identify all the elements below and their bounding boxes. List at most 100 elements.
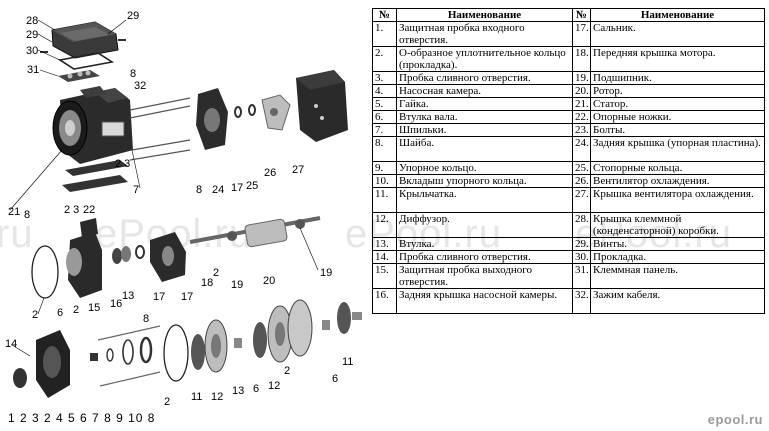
callout-label: 8 <box>130 68 136 80</box>
callout-label: 29 <box>127 10 139 22</box>
column-header: Наименование <box>396 8 573 22</box>
callout-label: 14 <box>5 338 17 350</box>
part-name-cell: Ротор. <box>590 84 765 98</box>
callout-label: 13 <box>122 290 134 302</box>
exploded-pump-diagram: 28 29 29 30 31 8 32 24 17 25 26 27 8 7 2… <box>5 10 362 425</box>
part-number-cell: 7. <box>372 123 397 137</box>
callout-label: 2 <box>164 396 170 408</box>
front-motor-cover <box>150 232 186 282</box>
brand-logo: epool.ru <box>707 412 763 427</box>
column-header: № <box>372 8 397 22</box>
gasket <box>57 52 115 70</box>
part-name-cell: Стопорные кольца. <box>590 161 765 175</box>
callout-label: 31 <box>27 64 39 76</box>
part-name-cell: Сальник. <box>590 21 765 47</box>
part-number-cell: 8. <box>372 136 397 162</box>
parts-table: № Наименование № Наименование 1.Защитная… <box>372 8 765 314</box>
terminal-panel <box>58 70 100 82</box>
callout-label: 6 <box>253 383 259 395</box>
callout-label: 18 <box>201 277 213 289</box>
callout-label: 11 <box>191 391 202 403</box>
callout-label: 32 <box>134 80 146 92</box>
part-name-cell: Статор. <box>590 97 765 111</box>
callout-label: 8 <box>143 313 149 325</box>
part-number-cell: 3. <box>372 71 397 85</box>
part-number-cell: 1. <box>372 21 397 47</box>
cooling-fan <box>261 94 291 131</box>
part-name-cell: Зажим кабеля. <box>590 288 765 314</box>
callout-label: 17 <box>153 291 165 303</box>
table-row: 1.Защитная пробка входного отверстия.17.… <box>372 21 765 47</box>
part-name-cell: Шайба. <box>396 136 573 162</box>
part-number-cell: 21. <box>572 97 591 111</box>
callout-label: 15 <box>88 302 100 314</box>
part-name-cell: Пробка сливного отверстия. <box>396 250 573 264</box>
part-number-cell: 32. <box>572 288 591 314</box>
callout-label: 13 <box>232 385 244 397</box>
part-name-cell: Гайка. <box>396 97 573 111</box>
part-number-cell: 16. <box>372 288 397 314</box>
part-number-cell: 12. <box>372 212 397 238</box>
support-feet <box>62 160 128 192</box>
part-number-cell: 30. <box>572 250 591 264</box>
table-row: 16.Задняя крышка насосной камеры.32.Зажи… <box>372 288 765 314</box>
callout-label: 7 <box>133 184 139 196</box>
part-name-cell: Диффузор. <box>396 212 573 238</box>
part-number-cell: 19. <box>572 71 591 85</box>
part-name-cell: Защитная пробка выходного отверстия. <box>396 263 573 289</box>
table-row: 8.Шайба.24.Задняя крышка (упорная пласти… <box>372 136 765 162</box>
table-row: 2.О-образное уплотнительное кольцо (прок… <box>372 46 765 72</box>
callout-label: 2 <box>284 365 290 377</box>
table-row: 6.Втулка вала.22.Опорные ножки. <box>372 110 765 124</box>
callout-label: 28 <box>26 15 38 27</box>
part-name-cell: Втулка. <box>396 237 573 251</box>
callout-label: 11 <box>342 356 353 368</box>
part-number-cell: 13. <box>372 237 397 251</box>
o-ring <box>31 245 59 299</box>
part-number-cell: 31. <box>572 263 591 289</box>
callout-label: 24 <box>212 184 224 196</box>
part-name-cell: Болты. <box>590 123 765 137</box>
oil-seal <box>234 106 242 118</box>
part-name-cell: Втулка вала. <box>396 110 573 124</box>
terminal-box-cover <box>51 21 119 59</box>
rotor-shaft <box>189 216 321 248</box>
callout-label: 6 <box>332 373 338 385</box>
part-name-cell: Защитная пробка входного отверстия. <box>396 21 573 47</box>
callout-label: 6 <box>57 307 63 319</box>
table-row: 5.Гайка.21.Статор. <box>372 97 765 111</box>
part-name-cell: Передняя крышка мотора. <box>590 46 765 72</box>
part-name-cell: Упорное кольцо. <box>396 161 573 175</box>
part-number-cell: 25. <box>572 161 591 175</box>
fan-cover <box>296 70 348 142</box>
part-name-cell: Крыльчатка. <box>396 187 573 213</box>
retaining-ring <box>248 104 256 116</box>
part-number-cell: 23. <box>572 123 591 137</box>
inlet-assembly <box>13 330 70 398</box>
callout-label: 12 <box>211 391 223 403</box>
callout-label: 21 <box>8 206 20 218</box>
callout-label: 8 <box>196 184 202 196</box>
table-row: 7.Шпильки.23.Болты. <box>372 123 765 137</box>
impeller-diffuser-stack <box>191 299 362 373</box>
part-number-cell: 26. <box>572 174 591 188</box>
part-number-cell: 17. <box>572 21 591 47</box>
table-row: 3.Пробка сливного отверстия.19.Подшипник… <box>372 71 765 85</box>
table-row: 11.Крыльчатка.27.Крышка вентилятора охла… <box>372 187 765 213</box>
part-name-cell: Шпильки. <box>396 123 573 137</box>
long-studs <box>97 325 161 387</box>
part-name-cell: Пробка сливного отверстия. <box>396 71 573 85</box>
callout-label: 29 <box>26 29 38 41</box>
table-row: 14.Пробка сливного отверстия.30.Прокладк… <box>372 250 765 264</box>
callout-label: 2 <box>32 309 38 321</box>
part-name-cell: Опорные ножки. <box>590 110 765 124</box>
callout-label: 20 <box>263 275 275 287</box>
part-number-cell: 5. <box>372 97 397 111</box>
callout-label: 27 <box>292 164 304 176</box>
part-number-cell: 18. <box>572 46 591 72</box>
motor-stator-body <box>52 86 133 164</box>
column-header: Наименование <box>590 8 765 22</box>
table-row: 4.Насосная камера.20.Ротор. <box>372 84 765 98</box>
part-name-cell: Клеммная панель. <box>590 263 765 289</box>
